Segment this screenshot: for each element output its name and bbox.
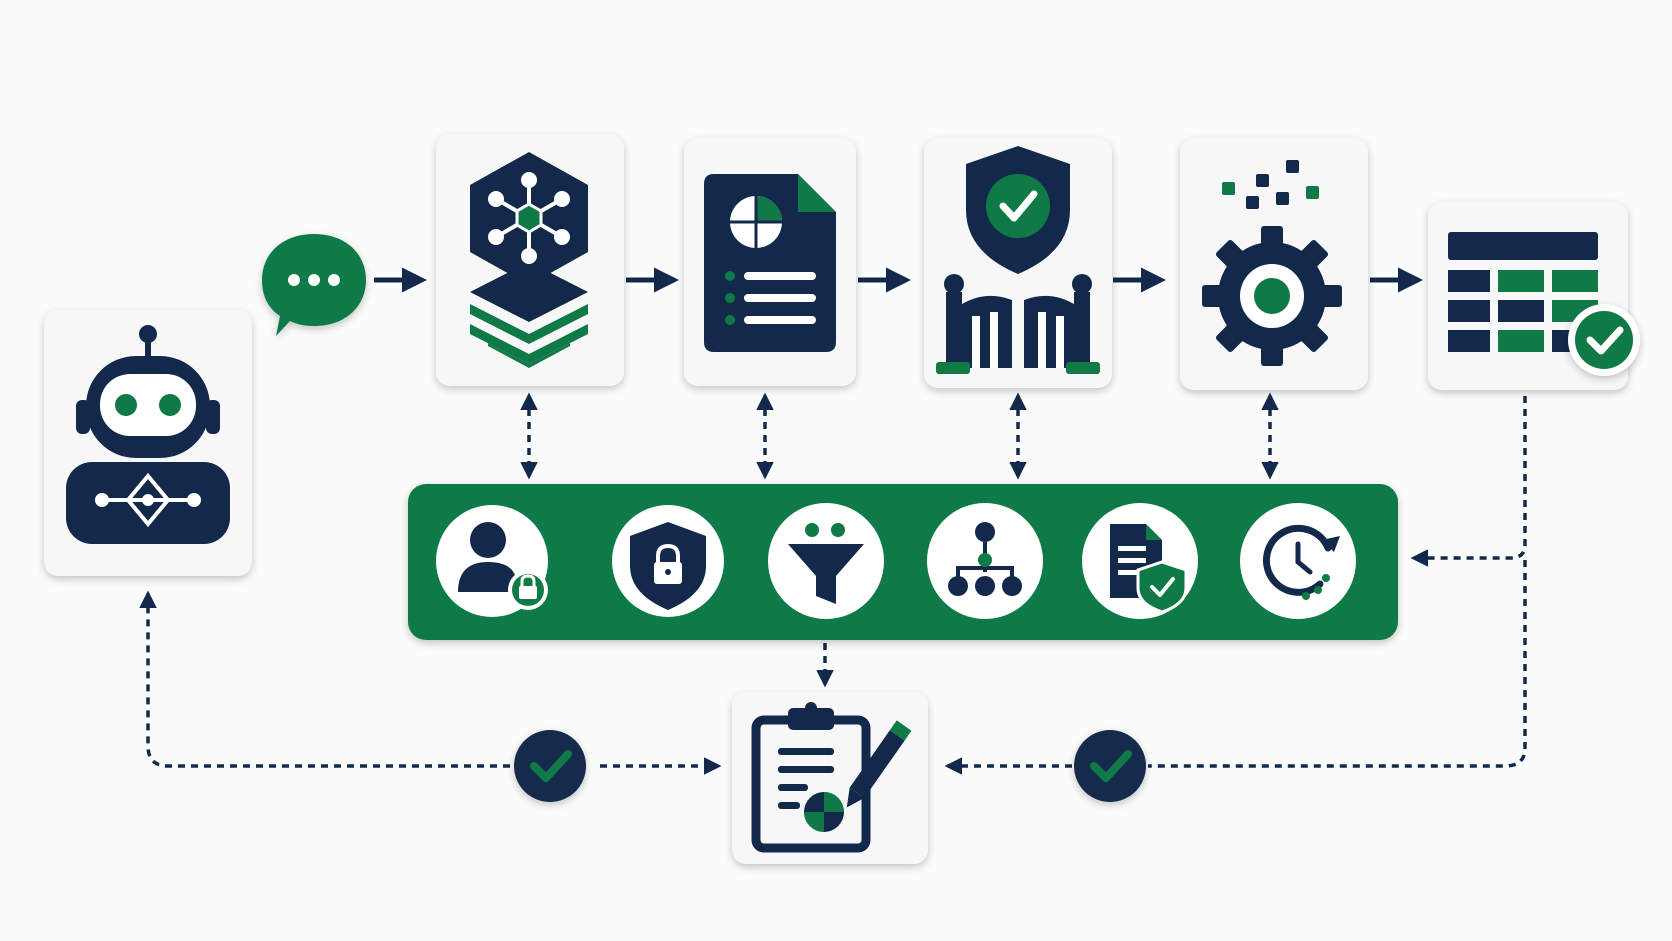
validated-table: [1428, 202, 1640, 390]
document-shield-icon: [1110, 524, 1188, 614]
compliance-document: [1082, 503, 1198, 619]
ai-agent-robot: [44, 310, 252, 576]
clock-refresh-icon: [1262, 524, 1340, 600]
gear-icon: [1202, 160, 1342, 366]
check-circle-icon: [1074, 730, 1146, 802]
network-layers-icon: [470, 152, 588, 368]
report-document: [684, 138, 856, 386]
link-robot-loop: [139, 590, 510, 768]
retention-timer: [1240, 503, 1356, 619]
audit-report: [732, 692, 928, 864]
link-table-governance: [1410, 396, 1527, 567]
user-access: [436, 505, 548, 617]
chat-message: [262, 234, 366, 336]
shield-gate-icon: [936, 146, 1100, 374]
approval-check-left: [514, 730, 586, 802]
data-filter: [768, 503, 884, 619]
access-gate: [924, 138, 1112, 388]
chat-bubble-icon: [262, 234, 366, 336]
funnel-icon: [788, 523, 864, 604]
connectors: [139, 267, 1527, 775]
table-check-icon: [1448, 232, 1640, 376]
processing-engine: [1180, 138, 1368, 390]
data-model-layers: [436, 134, 624, 386]
clipboard-pen-icon: [751, 702, 912, 853]
check-circle-icon: [514, 730, 586, 802]
pie-chart-document-icon: [704, 174, 836, 352]
org-chart-icon: [948, 522, 1022, 596]
user-lock-icon: [458, 522, 548, 610]
hierarchy: [927, 503, 1043, 619]
approval-check-right: [1074, 730, 1146, 802]
governance-controls: [408, 484, 1398, 640]
shield-lock-icon: [630, 522, 706, 610]
link-table-audit: [1148, 560, 1527, 768]
security-policy: [612, 505, 724, 617]
robot-icon: [66, 325, 230, 544]
